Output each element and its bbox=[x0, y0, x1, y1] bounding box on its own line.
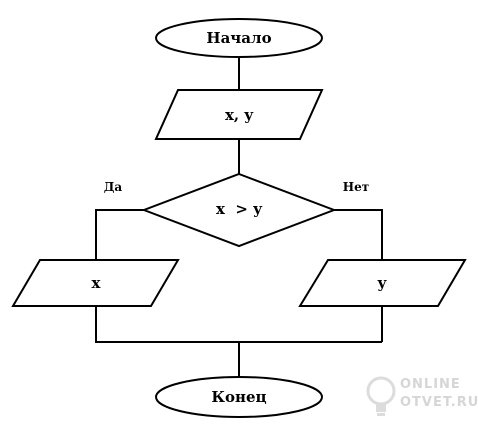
condition-decision: x > y bbox=[141, 172, 337, 248]
output-no-block: y bbox=[298, 259, 467, 307]
condition-label: x > y bbox=[216, 200, 263, 218]
branch-yes-label: Да bbox=[104, 180, 123, 194]
connector-yes-merge bbox=[95, 306, 382, 343]
output-yes-label: x bbox=[92, 274, 102, 292]
watermark-line2: OTVET.RU bbox=[400, 395, 478, 410]
watermark-line1: ONLINE bbox=[400, 377, 461, 392]
lightbulb-icon bbox=[366, 376, 396, 416]
connector-condition-yes bbox=[95, 209, 144, 260]
connector-condition-no bbox=[334, 209, 383, 260]
end-label: Конец bbox=[211, 388, 266, 406]
end-terminator: Конец bbox=[155, 376, 323, 418]
input-label: x, y bbox=[225, 106, 254, 124]
output-no-label: y bbox=[377, 274, 388, 292]
start-label: Начало bbox=[206, 29, 271, 47]
start-terminator: Начало bbox=[155, 18, 323, 58]
input-block: x, y bbox=[154, 89, 324, 140]
branch-no-label: Нет bbox=[343, 180, 369, 194]
output-yes-block: x bbox=[11, 259, 180, 307]
watermark: ONLINE OTVET.RU bbox=[366, 376, 478, 416]
